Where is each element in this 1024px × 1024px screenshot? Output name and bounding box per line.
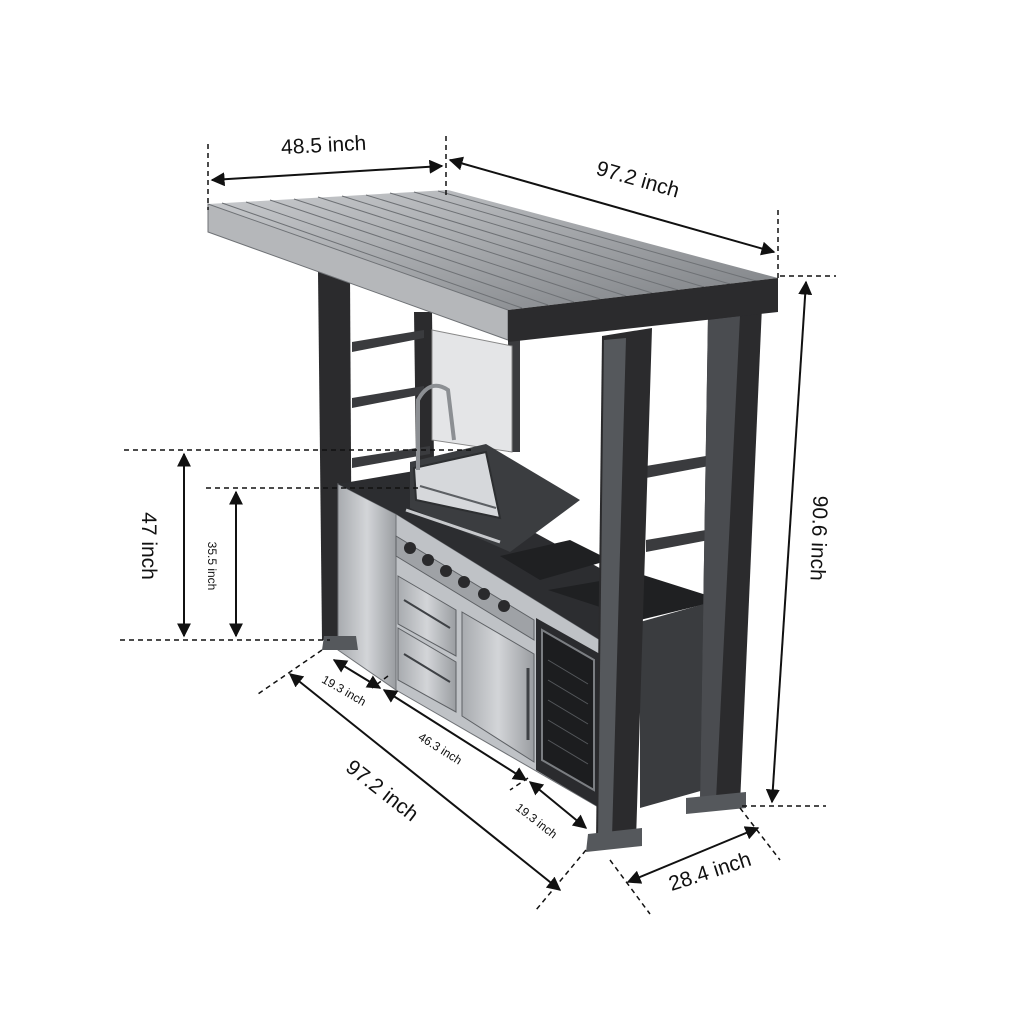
base-depth-arrow: [626, 826, 760, 884]
back-panel: [431, 329, 513, 453]
roof-length-arrow: [448, 156, 776, 256]
right-cabinet-arrow: [528, 781, 588, 829]
sink-faucet: [416, 383, 456, 470]
grill-hood-window: [412, 450, 502, 520]
cabinet-left-side: [337, 483, 397, 691]
side-burner: [500, 540, 610, 580]
grill-handle: [405, 508, 501, 544]
left-cabinet-arrow: [332, 659, 382, 689]
total-height-label: 90.6 inch: [806, 495, 832, 581]
base-length-arrow: [288, 673, 562, 891]
roof-length-label: 97.2 inch: [594, 157, 682, 203]
roof-side-fascia: [508, 278, 778, 342]
right-side-cabinet: [640, 604, 704, 808]
grill-section-arrow: [382, 689, 528, 781]
upper-drawer: [397, 575, 457, 657]
total-height-arrow: [765, 280, 813, 804]
left-shelf-2: [352, 386, 424, 408]
left-shelf-1: [352, 330, 424, 352]
dimension-lines: [120, 136, 836, 915]
height-35-label: 35.5 inch: [205, 542, 219, 591]
left-shelf-3: [352, 446, 430, 468]
right-cabinet-label: 19.3 inch: [513, 800, 560, 841]
foot-front-right: [686, 792, 746, 814]
front-right-post-face: [700, 316, 740, 802]
roof-depth-arrow: [210, 159, 444, 187]
height-47-label: 47 inch: [137, 512, 160, 580]
burner-knobs: [404, 542, 510, 612]
front-left-post-face: [598, 338, 626, 840]
roof-ribs: [221, 190, 757, 309]
foot-front-left: [586, 828, 642, 852]
roof-depth-label: 48.5 inch: [280, 132, 366, 159]
drawer-handle-1: [403, 599, 451, 629]
foot-back-left: [322, 636, 358, 650]
outdoor-kitchen-illustration: [207, 190, 778, 852]
base-depth-label: 28.4 inch: [666, 848, 754, 896]
base-length-label: 97.2 inch: [341, 756, 422, 827]
